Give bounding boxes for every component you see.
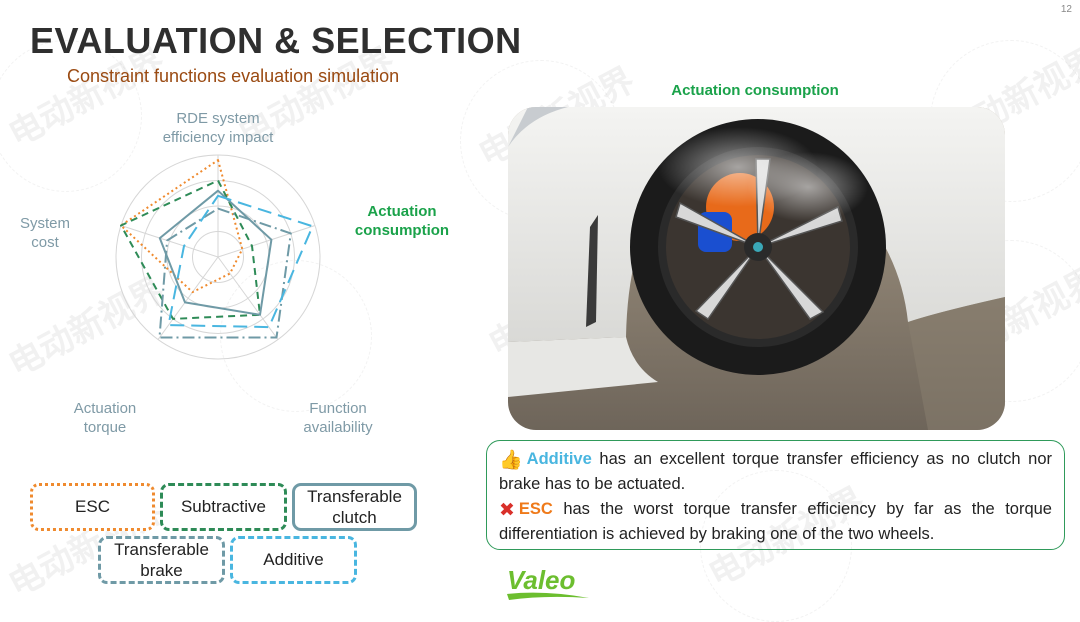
note-keyword-esc: ESC <box>518 500 553 519</box>
series-transferable-brake <box>158 207 292 339</box>
axis-label: efficiency impact <box>163 129 274 146</box>
note-text: has the worst torque transfer efficiency… <box>499 500 1052 543</box>
axis-label: consumption <box>355 222 449 239</box>
legend-label: Transferable <box>114 539 209 559</box>
axis-label: cost <box>31 234 59 251</box>
axis-label: RDE system <box>176 110 259 127</box>
series-additive <box>167 194 314 329</box>
page-title: EVALUATION & SELECTION <box>30 20 522 61</box>
series-subtractive <box>120 179 261 320</box>
legend-item-subtractive: Subtractive <box>160 483 287 531</box>
legend-label: Transferable <box>307 486 402 506</box>
thumbs-up-icon: 👍 <box>499 450 523 471</box>
notes-box: 👍Additive has an excellent torque transf… <box>486 440 1065 550</box>
photo-caption: Actuation consumption <box>671 82 839 99</box>
legend-label: Additive <box>263 550 324 570</box>
series-esc <box>120 159 244 294</box>
note-text: has an excellent torque transfer efficie… <box>499 450 1052 493</box>
axis-spoke <box>217 225 316 258</box>
axis-spoke <box>217 256 279 340</box>
note-keyword-additive: Additive <box>526 450 592 468</box>
legend-label: clutch <box>332 508 377 527</box>
logo-text: Valeo <box>507 565 576 595</box>
legend-item-additive: Additive <box>230 536 357 584</box>
legend-label: brake <box>140 561 183 580</box>
axis-label: Actuation <box>74 400 137 417</box>
cross-icon: ✖ <box>499 500 515 522</box>
page-subtitle: Constraint functions evaluation simulati… <box>67 66 400 86</box>
axis-spoke <box>120 225 219 258</box>
note-esc: ✖ESC has the worst torque transfer effic… <box>499 499 1052 545</box>
legend-item-esc: ESC <box>30 483 155 531</box>
axis-label: Actuation <box>367 203 436 220</box>
car-wheel-photo <box>508 107 1005 430</box>
axis-label: availability <box>303 419 373 436</box>
axis-label: torque <box>84 419 127 436</box>
legend-label: Subtractive <box>180 497 267 517</box>
legend-item-transferable-brake: Transferable brake <box>98 536 225 584</box>
axis-label: System <box>20 215 70 232</box>
note-additive: 👍Additive has an excellent torque transf… <box>499 449 1052 495</box>
legend-item-transferable-clutch: Transferable clutch <box>292 483 417 531</box>
valeo-logo: Valeo <box>505 562 595 609</box>
series-transferable-clutch <box>158 189 273 316</box>
page-number: 12 <box>1060 4 1072 15</box>
legend-label: ESC <box>75 497 110 517</box>
axis-label: Function <box>309 400 367 417</box>
axis-spoke <box>157 256 219 340</box>
